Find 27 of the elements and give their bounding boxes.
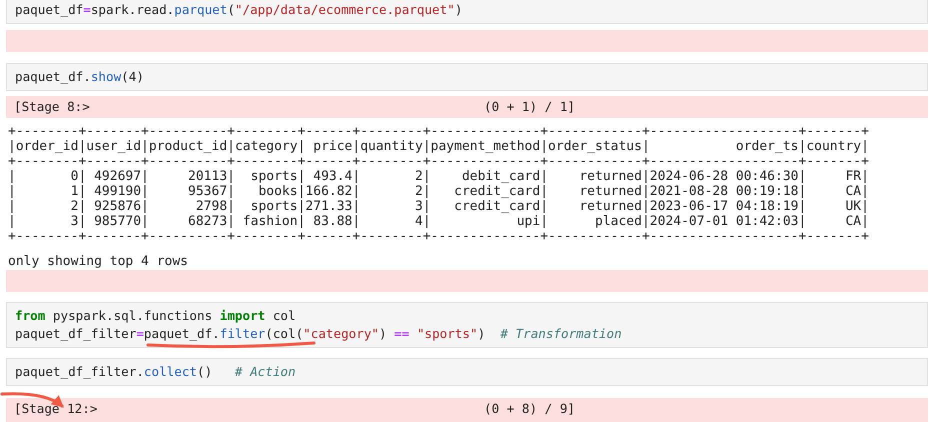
- code-line: paquet_df_filter=paquet_df.filter(col("category") == "sports") # Transformation: [15, 325, 622, 343]
- output-area: [6, 30, 928, 52]
- table-row: | 2| 925876| 2798| sports|271.33| 3| credit_card| returned|2023-06-17 04:18:19| UK|: [8, 200, 869, 214]
- table-row: |order_id|user_id|product_id|category| price|quantity|payment_method|order_status| order_ts|country|: [8, 140, 869, 154]
- code-cell: [6, 302, 928, 348]
- arrow: [0, 392, 64, 408]
- code-cell: [6, 0, 928, 24]
- progress-text: (0 + 1) / 1]: [484, 98, 575, 116]
- stage-label: [Stage 12:>: [14, 400, 98, 418]
- code-line: paquet_df=spark.read.parquet("/app/data/ecommerce.parquet"): [15, 1, 462, 19]
- table-row: | 0| 492697| 20113| sports| 493.4| 2| debit_card| returned|2024-06-28 00:46:30| FR|: [8, 170, 869, 184]
- output-area: [6, 96, 928, 118]
- code-line: paquet_df.show(4): [15, 68, 144, 86]
- stage-label: [Stage 8:>: [14, 98, 90, 116]
- code-line: paquet_df_filter.collect() # Action: [15, 363, 296, 381]
- output-area: [6, 270, 928, 292]
- code-line: from pyspark.sql.functions import col: [15, 307, 296, 325]
- table-row: +--------+-------+----------+--------+------+--------+--------------+------------+-------------------+-------+: [8, 155, 869, 170]
- table-row: +--------+-------+----------+--------+------+--------+--------------+------------+-------------------+-------+: [8, 230, 869, 244]
- table-row: | 3| 985770| 68273| fashion| 83.88| 4| upi| placed|2024-07-01 01:42:03| CA|: [8, 215, 869, 230]
- progress-text: (0 + 8) / 9]: [484, 400, 575, 418]
- table-row: +--------+-------+----------+--------+------+--------+--------------+------------+-------------------+-------+: [8, 125, 869, 140]
- output-note: only showing top 4 rows: [8, 255, 188, 270]
- output-area: [6, 398, 928, 422]
- code-cell: [6, 358, 928, 386]
- table-row: | 1| 499190| 95367| books|166.82| 2| credit_card| returned|2021-08-28 00:19:18| CA|: [8, 185, 869, 200]
- code-cell: [6, 63, 928, 91]
